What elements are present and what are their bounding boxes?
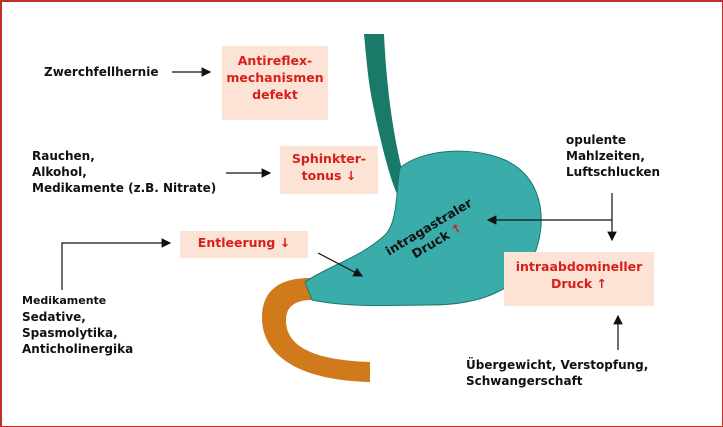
label-smoking: Rauchen, Alkohol, Medikamente (z.B. Nitr… bbox=[32, 148, 216, 196]
box-sphincter: Sphinkter- tonus ↓ bbox=[280, 146, 378, 194]
label-hernia: Zwerchfellhernie bbox=[44, 64, 158, 80]
arrow-meds bbox=[62, 243, 170, 290]
up-arrow-icon: ↑ bbox=[448, 220, 465, 238]
label-meds-title: Medikamente bbox=[22, 293, 106, 309]
label-overweight: Übergewicht, Verstopfung, Schwangerschaf… bbox=[466, 357, 648, 389]
label-meals: opulente Mahlzeiten, Luftschlucken bbox=[566, 132, 660, 180]
box-emptying: Entleerung ↓ bbox=[180, 231, 308, 258]
box-antireflux: Antireflex- mechanismen defekt bbox=[222, 46, 328, 120]
box-abdominal: intraabdomineller Druck ↑ bbox=[504, 252, 654, 306]
label-meds-list: Sedative, Spasmolytika, Anticholinergika bbox=[22, 309, 133, 357]
